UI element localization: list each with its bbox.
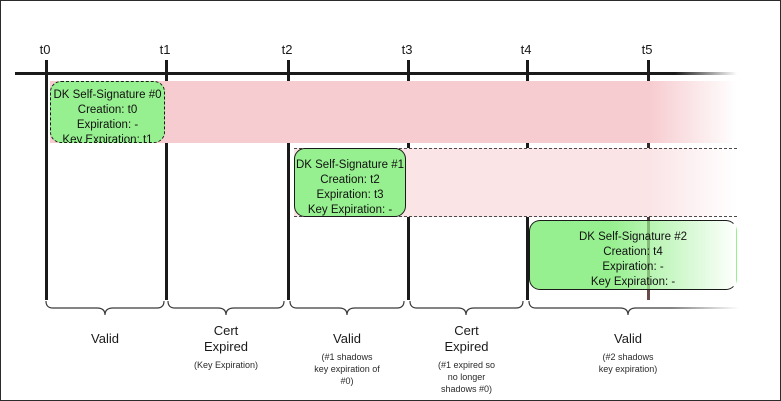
signature-1-expiration: Expiration: t3 [316,189,384,201]
tick-line-t0 [45,60,48,300]
period-2-label-line1: Cert [213,323,239,338]
period-4-note: (#1 expired so no longer shadows #0) [437,360,496,394]
band-dashed-border-bottom [294,216,737,217]
signature-1-key-expiration: Key Expiration: - [307,204,393,216]
brace-period-4 [409,300,524,316]
tick-label-t3: t3 [401,42,413,57]
tick-label-t5: t5 [641,42,653,57]
period-5-note: (#2 shadows key expiration) [598,352,658,374]
signature-box-2: DK Self-Signature #2 Creation: t4 Expira… [529,220,737,290]
signature-box-1: DK Self-Signature #1 Creation: t2 Expira… [294,148,406,217]
signature-0-creation: Creation: t0 [77,104,138,116]
signature-0-title: DK Self-Signature #0 [53,89,162,101]
signature-box-0: DK Self-Signature #0 Creation: t0 Expira… [50,81,165,143]
timeline-axis [15,72,737,75]
period-5-label: Valid [614,331,642,346]
period-4-label-line1: Cert [454,323,479,338]
band-dashed-border-top [294,148,737,149]
signature-2-key-expiration: Key Expiration: - [590,276,676,288]
signature-0-expiration: Expiration: - [76,119,139,131]
period-caption-2: Cert Expired (Key Expiration) [167,323,285,371]
brace-period-2 [167,300,285,316]
tick-line-t2 [287,60,290,300]
signature-2-creation: Creation: t4 [603,246,663,258]
period-caption-4: Cert Expired (#1 expired so no longer sh… [409,323,524,395]
period-4-label-line2: Expired [444,339,489,354]
signature-1-creation: Creation: t2 [320,174,380,186]
tick-label-t4: t4 [520,42,532,57]
signature-1-title: DK Self-Signature #1 [295,159,405,171]
brace-period-3 [289,300,405,316]
period-caption-3: Valid (#1 shadows key expiration of #0) [289,331,405,387]
period-3-note: (#1 shadows key expiration of #0) [314,352,380,386]
signature-2-title: DK Self-Signature #2 [578,231,688,243]
period-caption-1: Valid [45,331,165,347]
tick-label-t0: t0 [39,42,51,57]
signature-2-expiration: Expiration: - [602,261,664,273]
period-caption-5: Valid (#2 shadows key expiration) [528,331,728,375]
brace-period-1 [45,300,165,316]
brace-period-5 [528,300,740,316]
period-3-label: Valid [333,331,361,346]
signature-0-key-expiration: Key Expiration: t1 [62,134,153,143]
period-1-label: Valid [91,331,119,346]
tick-line-t1 [165,60,168,300]
period-2-label-line2: Expired [203,339,249,354]
period-2-note: (Key Expiration) [193,360,259,370]
tick-label-t2: t2 [281,42,293,57]
tick-label-t1: t1 [159,42,171,57]
